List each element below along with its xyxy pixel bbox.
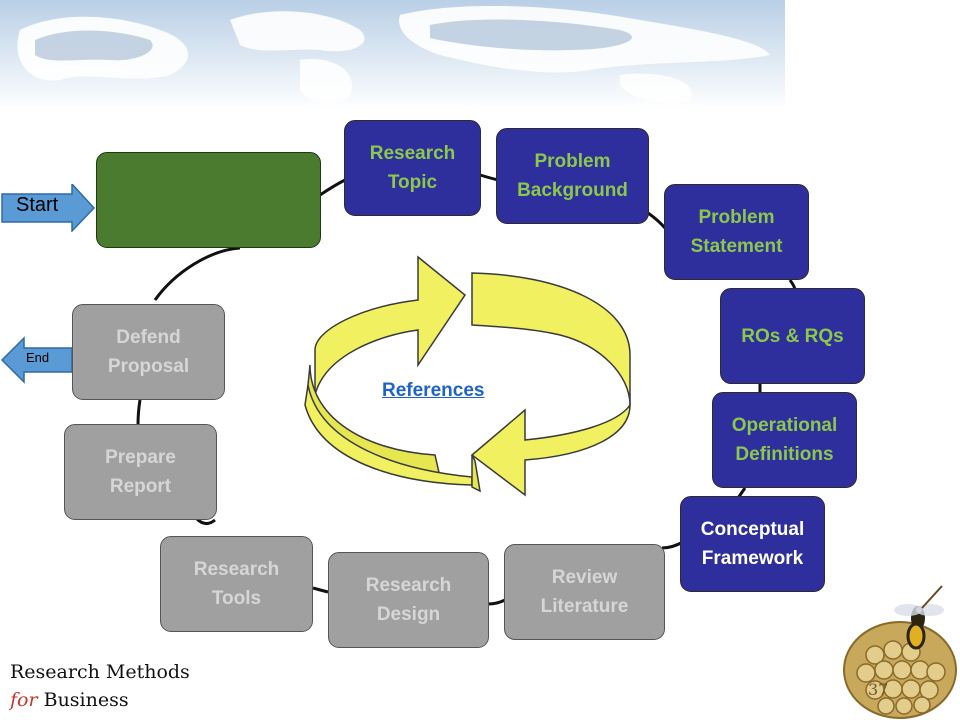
connector-line <box>319 178 346 197</box>
review-literature-node[interactable]: Review Literature <box>504 544 665 640</box>
prepare-report-node[interactable]: Prepare Report <box>64 424 217 520</box>
footer-line-2: for Business <box>10 686 190 714</box>
start-arrow-icon <box>1 184 96 232</box>
research-tools-node[interactable]: Research Tools <box>160 536 313 632</box>
problem-statement-node[interactable]: Problem Statement <box>664 184 809 280</box>
page-number: 37 <box>868 680 889 699</box>
footer-for-word: for <box>10 689 38 711</box>
start-label: Start <box>16 194 59 216</box>
wasp-nest-icon <box>843 585 957 719</box>
defend-proposal-node[interactable]: Defend Proposal <box>72 304 225 400</box>
research-topic-node[interactable]: Research Topic <box>344 120 481 216</box>
footer-course-title: Research Methods for Business <box>10 658 190 714</box>
references-link[interactable]: References <box>382 380 485 401</box>
end-label: End <box>26 350 50 365</box>
research-design-node[interactable]: Research Design <box>328 552 489 648</box>
footer-line-1: Research Methods <box>10 661 190 683</box>
current-step-node[interactable] <box>96 152 321 248</box>
ros-rqs-node[interactable]: ROs & RQs <box>720 288 865 384</box>
operational-definitions-node[interactable]: Operational Definitions <box>712 392 857 488</box>
cycle-arrows-icon <box>304 255 631 497</box>
problem-background-node[interactable]: Problem Background <box>496 128 649 224</box>
conceptual-framework-node[interactable]: Conceptual Framework <box>680 496 825 592</box>
world-map-banner <box>0 0 785 110</box>
footer-line-2-rest: Business <box>37 689 129 711</box>
